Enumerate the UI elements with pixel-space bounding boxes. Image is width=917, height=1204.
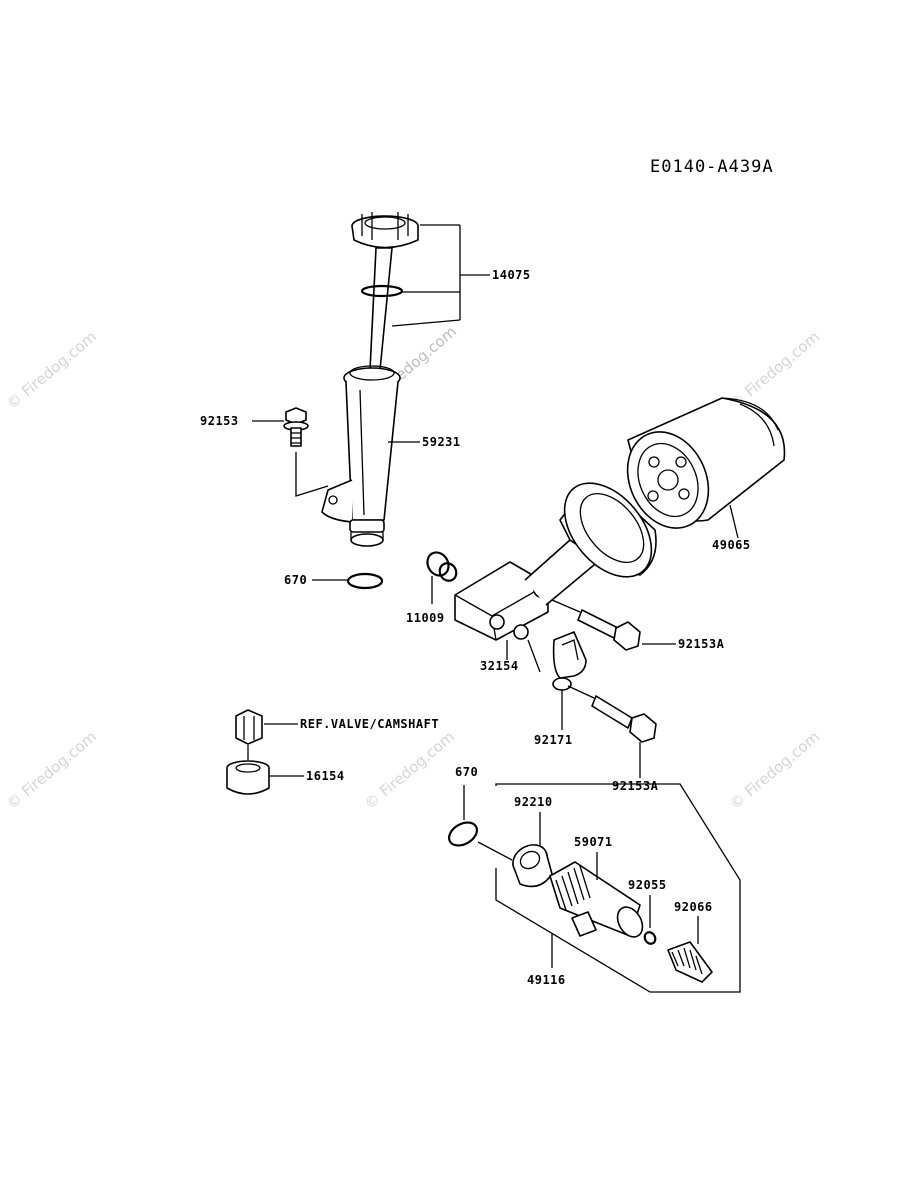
diagram-code: E0140-A439A — [650, 157, 774, 177]
label-32154: 32154 — [480, 659, 519, 673]
label-92153: 92153 — [200, 414, 239, 428]
label-92066: 92066 — [674, 900, 713, 914]
watermark-right-bottom: © Firedog.com — [726, 728, 823, 813]
label-92210: 92210 — [514, 795, 553, 809]
watermark-center: © Firedog.com — [361, 728, 458, 813]
label-49116: 49116 — [527, 973, 566, 987]
label-49065: 49065 — [712, 538, 751, 552]
orings-11009: 11009 — [406, 551, 458, 625]
dipstick-assembly: 14075 59231 — [321, 212, 531, 547]
label-670-top: 670 — [284, 573, 307, 587]
bolt-92153a-lower: 92153A — [567, 685, 659, 793]
bolt-92153: 92153 — [200, 407, 329, 497]
label-16154: 16154 — [306, 769, 345, 783]
watermarks: © Firedog.com © Firedog.com © Firedog.co… — [3, 323, 823, 813]
bolt-92153a-upper: 92153A — [551, 599, 725, 651]
label-11009: 11009 — [406, 611, 445, 625]
label-92055: 92055 — [628, 878, 667, 892]
label-92171: 92171 — [534, 733, 573, 747]
label-92153a-upper: 92153A — [678, 637, 725, 651]
label-ref-valve-camshaft: REF.VALVE/CAMSHAFT — [300, 717, 439, 731]
label-92153a-lower: 92153A — [612, 779, 659, 793]
filter-pipe-32154: 32154 — [454, 482, 657, 673]
oring-670-top: 670 — [284, 572, 384, 590]
label-14075: 14075 — [492, 268, 531, 282]
watermark-left-top: © Firedog.com — [3, 328, 100, 413]
label-59071: 59071 — [574, 835, 613, 849]
relief-valve-assembly-49116: 670 92210 59071 92055 92066 49116 — [447, 765, 741, 993]
label-670-bottom: 670 — [455, 765, 478, 779]
clamp-92171: 92171 — [527, 631, 587, 747]
label-59231: 59231 — [422, 435, 461, 449]
watermark-left-bottom: © Firedog.com — [3, 728, 100, 813]
oil-filter-49065: 49065 — [626, 397, 786, 552]
oil-pump-rotor-group: REF.VALVE/CAMSHAFT 16154 — [226, 709, 439, 795]
